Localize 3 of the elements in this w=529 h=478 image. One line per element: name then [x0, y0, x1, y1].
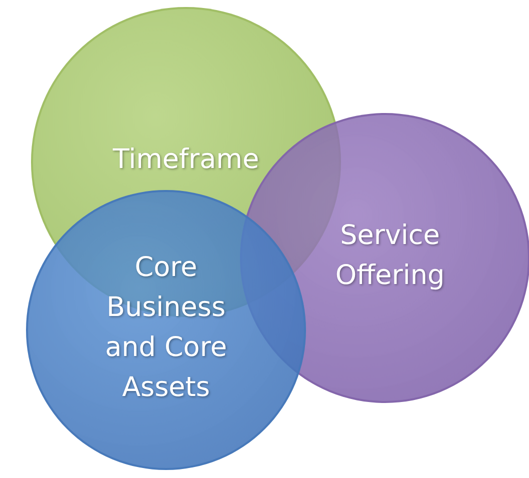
- circle-label: Service Offering: [334, 219, 446, 293]
- circle-label: Core Business and Core Assets: [104, 251, 228, 405]
- circle-label: Timeframe: [112, 143, 260, 177]
